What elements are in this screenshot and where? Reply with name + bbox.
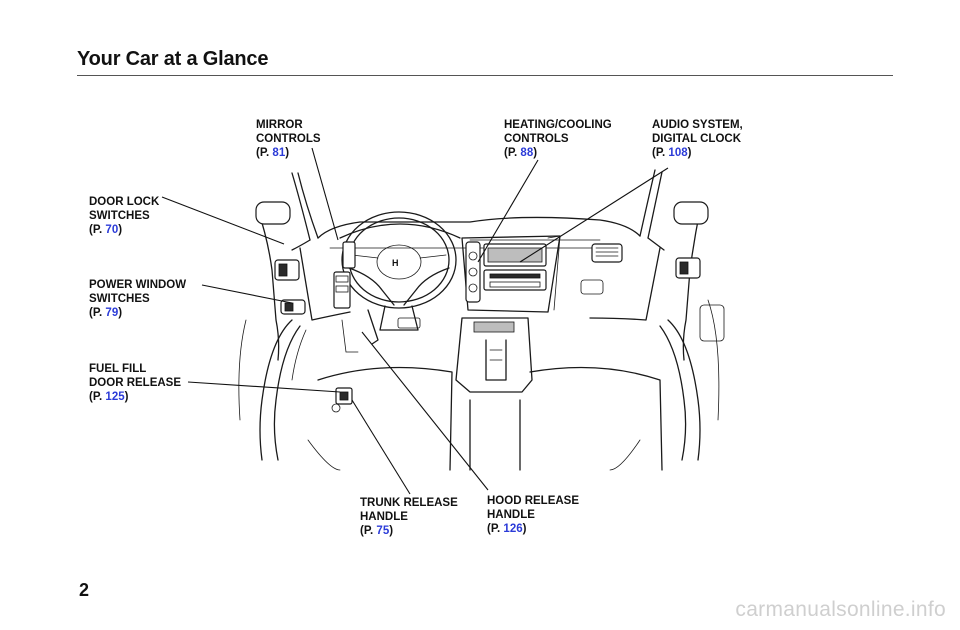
callout-fuel-fill-line1: FUEL FILL bbox=[89, 363, 147, 375]
callout-door-lock-line1: DOOR LOCK bbox=[89, 196, 160, 208]
callout-trunk-release: TRUNK RELEASE HANDLE (P. 75) bbox=[360, 496, 458, 538]
watermark: carmanualsonline.info bbox=[735, 598, 946, 621]
callout-heating-cooling-line2: CONTROLS bbox=[504, 133, 569, 145]
page-ref-prefix: (P. bbox=[504, 147, 518, 159]
callout-hood-release-line2: HANDLE bbox=[487, 509, 535, 521]
page-ref-suffix: ) bbox=[522, 523, 527, 535]
page-ref-prefix: (P. bbox=[89, 307, 103, 319]
callout-heating-cooling-line1: HEATING/COOLING bbox=[504, 119, 612, 131]
page-ref-prefix: (P. bbox=[89, 224, 103, 236]
callout-heating-cooling: HEATING/COOLING CONTROLS (P. 88) bbox=[504, 118, 612, 160]
page-link-70[interactable]: 70 bbox=[105, 224, 119, 236]
callout-door-lock-ref: (P. 70) bbox=[89, 223, 159, 237]
page-ref-prefix: (P. bbox=[487, 523, 501, 535]
page-link-108[interactable]: 108 bbox=[668, 147, 688, 159]
page-ref-suffix: ) bbox=[124, 391, 129, 403]
callout-power-window-ref: (P. 79) bbox=[89, 306, 186, 320]
page-link-81[interactable]: 81 bbox=[272, 147, 286, 159]
page-number: 2 bbox=[79, 580, 90, 600]
callout-audio-system-line2: DIGITAL CLOCK bbox=[652, 133, 742, 145]
callout-trunk-release-ref: (P. 75) bbox=[360, 524, 458, 538]
page-ref-suffix: ) bbox=[285, 147, 290, 159]
callout-hood-release-ref: (P. 126) bbox=[487, 522, 579, 536]
page-ref-prefix: (P. bbox=[652, 147, 666, 159]
page-link-75[interactable]: 75 bbox=[376, 525, 390, 537]
callout-door-lock: DOOR LOCK SWITCHES (P. 70) bbox=[89, 195, 159, 237]
page-ref-suffix: ) bbox=[389, 525, 394, 537]
callout-mirror-controls-line1: MIRROR bbox=[256, 119, 303, 131]
callout-hood-release: HOOD RELEASE HANDLE (P. 126) bbox=[487, 494, 579, 536]
page-link-126[interactable]: 126 bbox=[503, 523, 523, 535]
page-ref-prefix: (P. bbox=[256, 147, 270, 159]
callout-mirror-controls-ref: (P. 81) bbox=[256, 146, 321, 160]
callout-fuel-fill-ref: (P. 125) bbox=[89, 390, 181, 404]
page-title: Your Car at a Glance bbox=[77, 48, 269, 70]
title-rule bbox=[77, 75, 893, 76]
callout-heating-cooling-ref: (P. 88) bbox=[504, 146, 612, 160]
callout-power-window-line2: SWITCHES bbox=[89, 293, 150, 305]
callout-power-window: POWER WINDOW SWITCHES (P. 79) bbox=[89, 278, 186, 320]
page-ref-suffix: ) bbox=[118, 307, 123, 319]
page-link-125[interactable]: 125 bbox=[105, 391, 125, 403]
callout-audio-system: AUDIO SYSTEM, DIGITAL CLOCK (P. 108) bbox=[652, 118, 743, 160]
page-ref-prefix: (P. bbox=[360, 525, 374, 537]
callout-mirror-controls-line2: CONTROLS bbox=[256, 133, 321, 145]
callout-mirror-controls: MIRROR CONTROLS (P. 81) bbox=[256, 118, 321, 160]
callout-trunk-release-line1: TRUNK RELEASE bbox=[360, 497, 458, 509]
callout-trunk-release-line2: HANDLE bbox=[360, 511, 408, 523]
page-link-88[interactable]: 88 bbox=[520, 147, 534, 159]
page-ref-suffix: ) bbox=[533, 147, 538, 159]
page-ref-suffix: ) bbox=[118, 224, 123, 236]
page-ref-prefix: (P. bbox=[89, 391, 103, 403]
page-ref-suffix: ) bbox=[687, 147, 692, 159]
callout-audio-system-ref: (P. 108) bbox=[652, 146, 743, 160]
callout-fuel-fill-line2: DOOR RELEASE bbox=[89, 377, 182, 389]
page-link-79[interactable]: 79 bbox=[105, 307, 119, 319]
callout-fuel-fill: FUEL FILL DOOR RELEASE (P. 125) bbox=[89, 362, 181, 404]
callout-hood-release-line1: HOOD RELEASE bbox=[487, 495, 580, 507]
callout-door-lock-line2: SWITCHES bbox=[89, 210, 150, 222]
callout-power-window-line1: POWER WINDOW bbox=[89, 279, 187, 291]
callout-audio-system-line1: AUDIO SYSTEM, bbox=[652, 119, 743, 131]
svg-text:H: H bbox=[392, 258, 399, 268]
